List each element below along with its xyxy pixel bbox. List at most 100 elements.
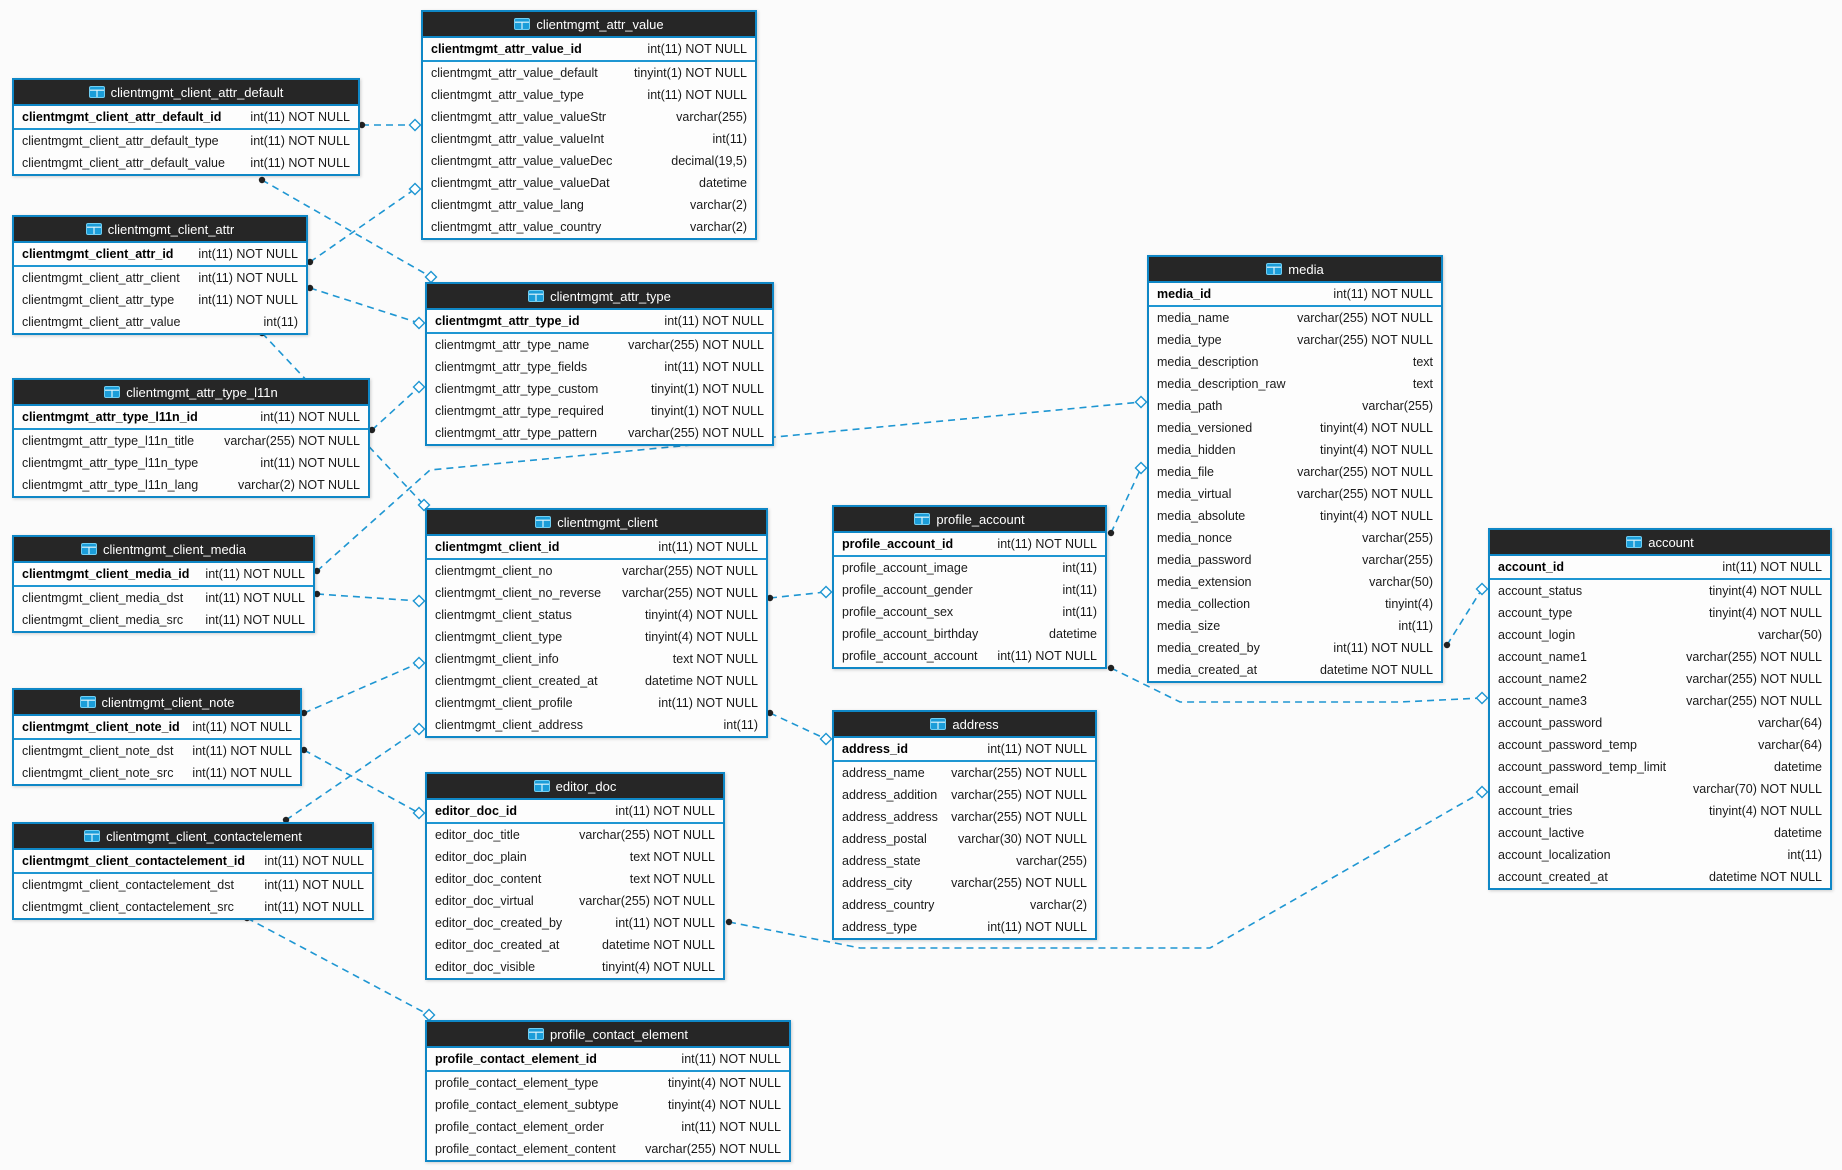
relationship-target-diamond [819,732,833,746]
table-clientmgmt_attr_type[interactable]: clientmgmt_attr_type clientmgmt_attr_typ… [425,282,774,446]
column-type: varchar(255) NOT NULL [1686,694,1822,708]
column-name: clientmgmt_attr_value_type [431,88,584,102]
column-row: clientmgmt_client_status tinyint(4) NOT … [427,604,766,626]
column-type: datetime [699,176,747,190]
table-header[interactable]: clientmgmt_attr_value [423,12,755,38]
relationship-clientmgmt_client_attr_default.clientmgmt_client_attr_default_value-to-clientmgmt_attr_value[interactable] [358,118,422,132]
relationship-clientmgmt_client_media.clientmgmt_client_media_dst-to-clientmgmt_client[interactable] [313,590,426,608]
column-name: profile_account_gender [842,583,973,597]
column-type: varchar(255) NOT NULL [1297,311,1433,325]
column-type: int(11) NOT NULL [615,804,715,818]
column-name: profile_account_image [842,561,968,575]
table-header[interactable]: media [1149,257,1441,283]
column-type: int(11) [712,132,747,146]
table-header[interactable]: clientmgmt_client_attr_default [14,80,358,106]
table-icon [88,86,105,98]
table-header[interactable]: clientmgmt_attr_type_l11n [14,380,368,406]
column-type: tinyint(4) NOT NULL [1320,421,1433,435]
table-clientmgmt_attr_type_l11n[interactable]: clientmgmt_attr_type_l11n clientmgmt_att… [12,378,370,498]
column-type: int(11) NOT NULL [658,540,758,554]
relationship-clientmgmt_attr_type_l11n.clientmgmt_attr_type_l11n_type-to-clientmgmt_attr_type[interactable] [368,380,426,434]
table-header[interactable]: profile_account [834,507,1105,533]
table-clientmgmt_client_attr[interactable]: clientmgmt_client_attr clientmgmt_client… [12,215,308,335]
columns-section: clientmgmt_client_media_dst int(11) NOT … [14,587,313,631]
column-type: varchar(64) [1758,716,1822,730]
table-address[interactable]: address address_id int(11) NOT NULL addr… [832,710,1097,940]
column-name: account_name2 [1498,672,1587,686]
column-name: clientmgmt_client_no [435,564,553,578]
column-name: clientmgmt_client_attr_default_value [22,156,225,170]
column-type: text [1412,355,1433,369]
table-clientmgmt_client_media[interactable]: clientmgmt_client_media clientmgmt_clien… [12,535,315,633]
column-type: varchar(2) [690,220,747,234]
table-header[interactable]: editor_doc [427,774,723,800]
table-clientmgmt_client[interactable]: clientmgmt_client clientmgmt_client_id i… [425,508,768,738]
table-account[interactable]: account account_id int(11) NOT NULL acco… [1488,528,1832,890]
relationship-source-dot [306,258,314,266]
column-name: address_address [842,810,938,824]
relationship-editor_doc.editor_doc_created_by-to-account[interactable] [725,785,1489,949]
columns-section: clientmgmt_attr_type_name varchar(255) N… [427,334,772,444]
table-clientmgmt_client_contactelement[interactable]: clientmgmt_client_contactelement clientm… [12,822,374,920]
relationship-target-diamond [408,182,422,196]
table-clientmgmt_client_attr_default[interactable]: clientmgmt_client_attr_default clientmgm… [12,78,360,176]
relationship-source-dot [766,594,774,602]
column-name: clientmgmt_client_attr_default_id [22,110,222,124]
column-type: varchar(255) [676,110,747,124]
column-name: clientmgmt_attr_type_required [435,404,604,418]
relationship-source-dot [300,746,308,754]
relationship-clientmgmt_client_contactelement.clientmgmt_client_contactelement_dst-to-clientmgmt_client[interactable] [282,722,426,824]
column-row: account_localization int(11) [1490,844,1830,866]
table-editor_doc[interactable]: editor_doc editor_doc_id int(11) NOT NUL… [425,772,725,980]
table-header[interactable]: clientmgmt_client_media [14,537,313,563]
relationship-media.media_created_by-to-account[interactable] [1443,582,1489,649]
relationship-clientmgmt_client_attr_default.clientmgmt_client_attr_default_type-to-clientmgmt_attr_type[interactable] [258,176,438,284]
table-clientmgmt_client_note[interactable]: clientmgmt_client_note clientmgmt_client… [12,688,302,786]
column-row: clientmgmt_client_info text NOT NULL [427,648,766,670]
column-type: varchar(255) NOT NULL [579,828,715,842]
table-header[interactable]: clientmgmt_attr_type [427,284,772,310]
column-row: editor_doc_plain text NOT NULL [427,846,723,868]
column-type: varchar(255) NOT NULL [951,788,1087,802]
column-row: clientmgmt_attr_value_valueDat datetime [423,172,755,194]
table-icon [514,18,531,30]
table-header[interactable]: address [834,712,1095,738]
table-profile_account[interactable]: profile_account profile_account_id int(1… [832,505,1107,669]
relationship-clientmgmt_client_contactelement.clientmgmt_client_contactelement_src-to-profile_contact_element[interactable] [243,914,436,1022]
relationship-target-diamond [412,806,426,820]
table-media[interactable]: media media_id int(11) NOT NULL media_na… [1147,255,1443,683]
column-row: media_nonce varchar(255) [1149,527,1441,549]
relationship-clientmgmt_client_media.clientmgmt_client_media_src-to-media[interactable] [313,395,1148,575]
relationship-clientmgmt_client_note.clientmgmt_client_note_src-to-editor_doc[interactable] [300,746,426,820]
relationship-target-diamond [408,118,422,132]
relationship-clientmgmt_client.clientmgmt_client_profile-to-profile_account[interactable] [766,585,833,602]
column-row: clientmgmt_client_attr_value int(11) [14,311,306,333]
column-type: varchar(70) NOT NULL [1693,782,1822,796]
primary-key-section: clientmgmt_client_media_id int(11) NOT N… [14,563,313,587]
table-header[interactable]: profile_contact_element [427,1022,789,1048]
column-type: int(11) NOT NULL [664,314,764,328]
column-type: datetime [1774,760,1822,774]
table-header[interactable]: clientmgmt_client [427,510,766,536]
table-header[interactable]: account [1490,530,1830,556]
table-clientmgmt_attr_value[interactable]: clientmgmt_attr_value clientmgmt_attr_va… [421,10,757,240]
relationship-clientmgmt_client.clientmgmt_client_address-to-address[interactable] [766,709,833,746]
relationship-clientmgmt_client_attr.clientmgmt_client_attr_type-to-clientmgmt_attr_type[interactable] [306,284,426,330]
column-row: account_name2 varchar(255) NOT NULL [1490,668,1830,690]
column-row: address_city varchar(255) NOT NULL [834,872,1095,894]
table-icon [79,696,96,708]
relationship-clientmgmt_client_note.clientmgmt_client_note_dst-to-clientmgmt_client[interactable] [300,656,426,717]
column-row: clientmgmt_client_media_dst int(11) NOT … [14,587,313,609]
column-row: clientmgmt_client_attr_client int(11) NO… [14,267,306,289]
relationship-profile_account.profile_account_image-to-media[interactable] [1107,461,1148,537]
table-icon [535,516,552,528]
table-header[interactable]: clientmgmt_client_attr [14,217,306,243]
table-profile_contact_element[interactable]: profile_contact_element profile_contact_… [425,1020,791,1162]
column-row: clientmgmt_client_type tinyint(4) NOT NU… [427,626,766,648]
relationship-profile_account.profile_account_account-to-account[interactable] [1107,664,1489,705]
column-type: varchar(255) NOT NULL [1297,333,1433,347]
table-header[interactable]: clientmgmt_client_contactelement [14,824,372,850]
relationship-clientmgmt_client_attr.clientmgmt_client_attr_value-to-clientmgmt_attr_value[interactable] [306,182,422,266]
relationship-target-diamond [1475,785,1489,799]
table-header[interactable]: clientmgmt_client_note [14,690,300,716]
